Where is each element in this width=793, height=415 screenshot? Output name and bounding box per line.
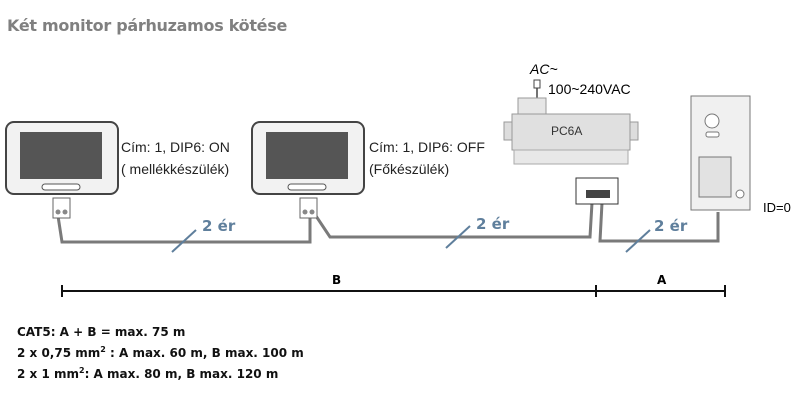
- note-1mm: 2 x 1 mm2: A max. 80 m, B max. 120 m: [17, 366, 279, 381]
- door-station: [690, 95, 751, 211]
- ac-label: AC~: [530, 61, 558, 77]
- monitor-2: [251, 121, 365, 219]
- dimension-a: A: [657, 273, 667, 287]
- door-id-label: ID=0: [763, 200, 791, 215]
- wire-pc6a-door: [598, 202, 720, 243]
- monitor2-label: Cím: 1, DIP6: OFF (Főkészülék): [369, 136, 485, 180]
- dimension-b: B: [332, 273, 342, 287]
- dimension-line: [61, 285, 726, 297]
- monitor1-role: ( mellékkészülék): [121, 161, 230, 177]
- pc6a-label: PC6A: [551, 124, 583, 138]
- wire-slash-marks: [171, 225, 651, 253]
- page-title: Két monitor párhuzamos kötése: [7, 16, 287, 35]
- monitor2-address: Cím: 1, DIP6: OFF: [369, 139, 485, 155]
- monitor1-label: Cím: 1, DIP6: ON ( mellékkészülék): [121, 136, 230, 180]
- voltage-label: 100~240VAC: [548, 81, 631, 97]
- wire-monitor1-monitor2: [56, 215, 312, 244]
- pc6a-power-unit: [503, 79, 639, 205]
- monitor1-address: Cím: 1, DIP6: ON: [121, 139, 230, 155]
- wire-label-3: 2 ér: [654, 217, 688, 235]
- wire-label-1: 2 ér: [202, 217, 236, 235]
- cable-notes: CAT5: A + B = max. 75 m 2 x 0,75 mm2 : A…: [17, 323, 304, 383]
- note-075: 2 x 0,75 mm2 : A max. 60 m, B max. 100 m: [17, 345, 304, 360]
- monitor2-role: (Főkészülék): [369, 161, 450, 177]
- wire-monitor2-pc6a: [314, 202, 594, 239]
- monitor-1: [5, 121, 119, 219]
- wire-label-2: 2 ér: [476, 215, 510, 233]
- note-cat5: CAT5: A + B = max. 75 m: [17, 325, 186, 339]
- wires: [56, 202, 720, 244]
